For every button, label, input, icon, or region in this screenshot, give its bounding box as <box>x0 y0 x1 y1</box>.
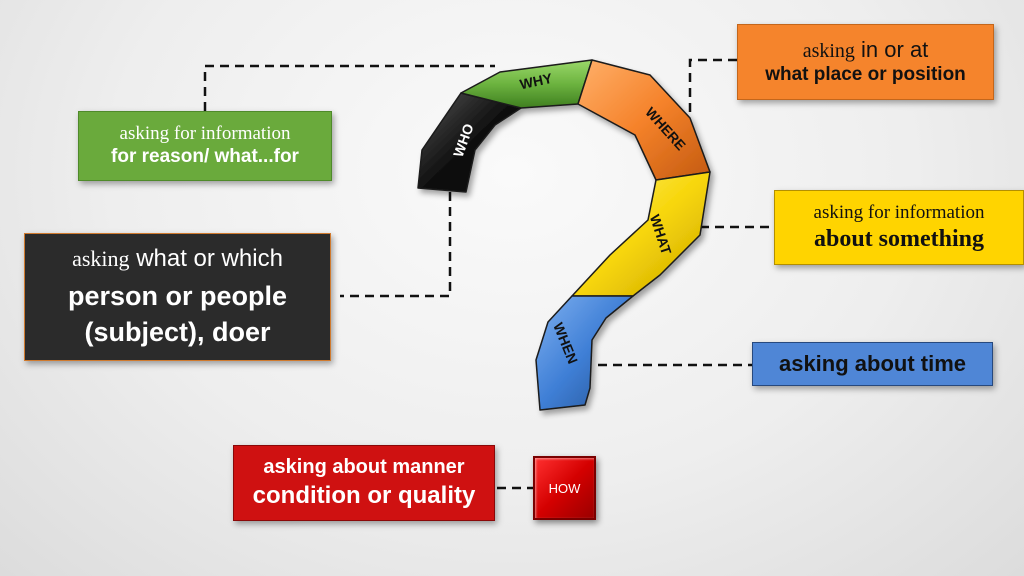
how-block: HOW <box>533 456 596 520</box>
how-description-box: asking about manner condition or quality <box>233 445 495 521</box>
why-description-box: asking for information for reason/ what.… <box>78 111 332 181</box>
where-line-1-rest: in or at <box>861 37 929 63</box>
where-line-2: what place or position <box>765 63 966 85</box>
segment-who <box>417 92 522 193</box>
where-line-1: asking in or at <box>803 37 929 63</box>
who-line-3: (subject), doer <box>84 317 271 348</box>
where-description-box: asking in or at what place or position <box>737 24 994 100</box>
who-line-2: person or people <box>67 281 288 311</box>
connector-where <box>688 58 737 112</box>
segment-what <box>571 171 711 297</box>
segment-when <box>535 295 634 411</box>
when-description-box: asking about time <box>752 342 993 386</box>
what-line-2: about something <box>813 225 985 252</box>
who-line-1: asking what or which <box>72 245 283 274</box>
what-line-1: asking for information <box>813 201 985 223</box>
where-line-1-prefix: asking <box>802 40 855 63</box>
how-line-1: asking about manner <box>263 456 465 479</box>
segment-label-why: WHY <box>518 70 554 93</box>
connector-why <box>203 64 495 111</box>
when-line-1: asking about time <box>778 350 967 376</box>
why-line-2: for reason/ what...for <box>111 146 299 167</box>
connector-who <box>340 192 452 298</box>
who-description-box: asking what or which person or people (s… <box>24 233 331 361</box>
what-description-box: asking for information about something <box>774 190 1024 265</box>
how-line-2: condition or quality <box>252 482 476 510</box>
who-line-1-rest: what or which <box>136 245 283 273</box>
connector-lines <box>203 58 774 490</box>
who-line-1-prefix: asking <box>72 246 130 272</box>
why-line-1: asking for information <box>119 123 291 145</box>
